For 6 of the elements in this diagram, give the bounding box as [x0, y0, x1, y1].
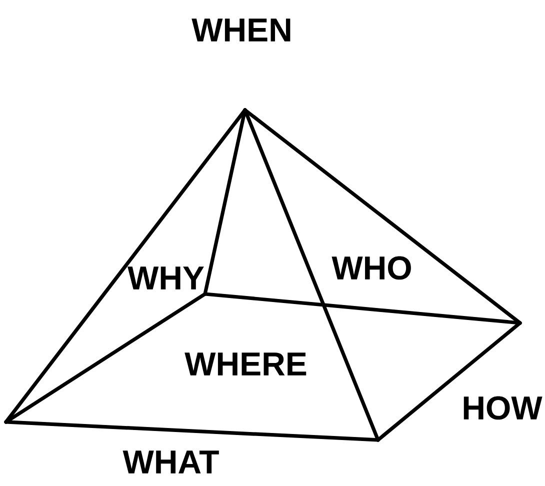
- label: WHERE: [184, 352, 306, 376]
- label: WHEN: [192, 18, 290, 42]
- label: WHAT: [122, 450, 219, 474]
- label: WHY: [128, 266, 204, 290]
- label: WHO: [332, 256, 411, 280]
- label: HOW: [464, 396, 542, 420]
